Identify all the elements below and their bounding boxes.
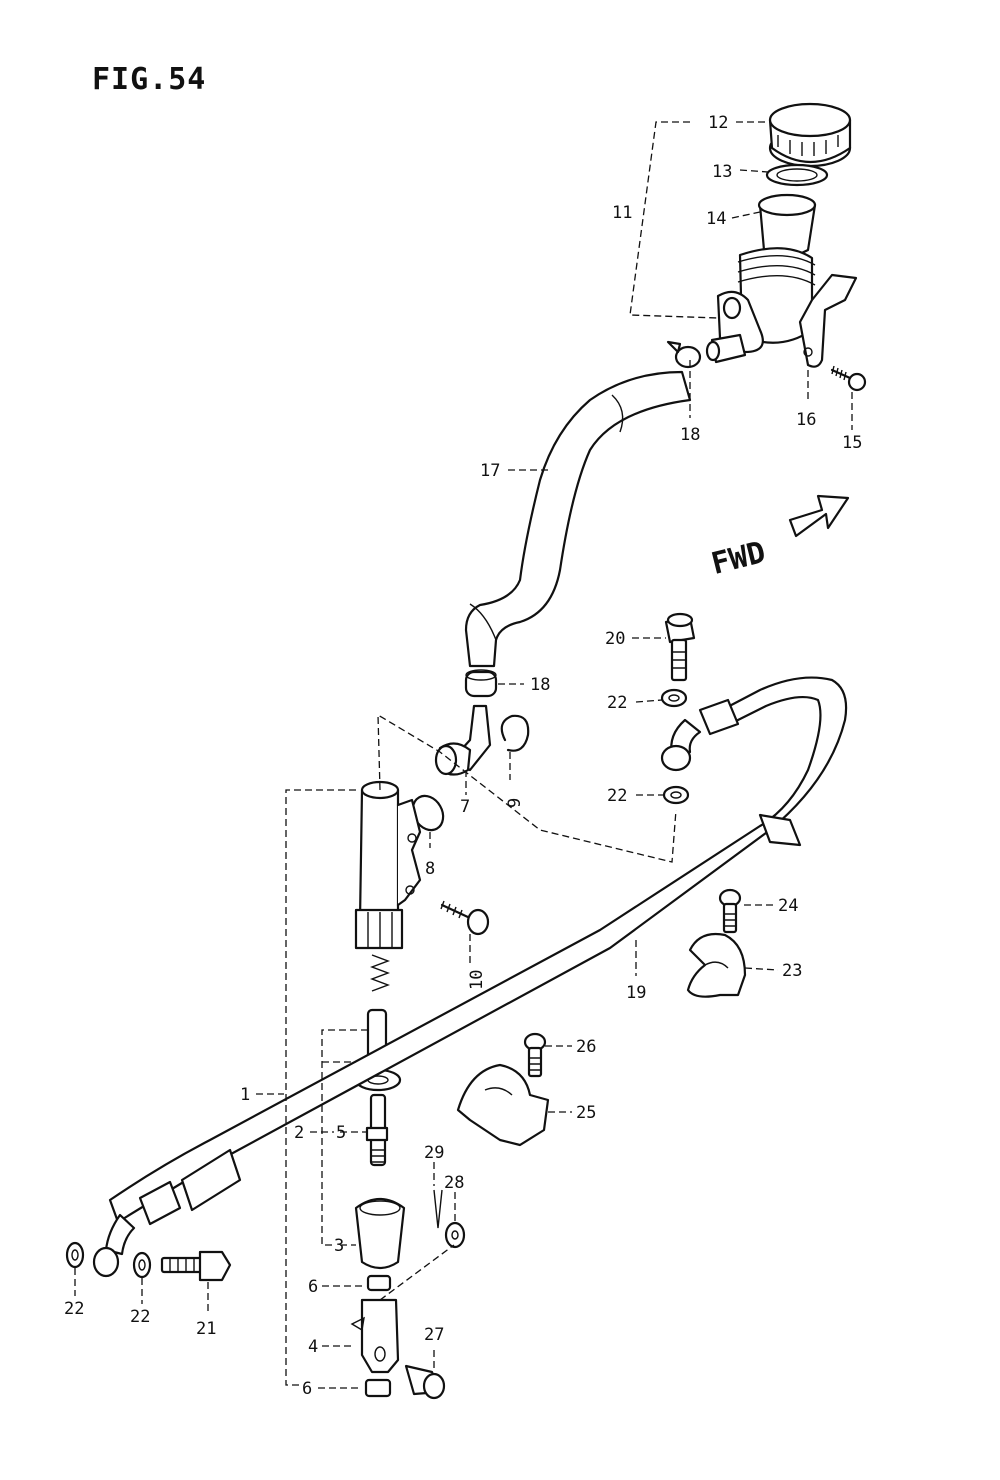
circlip [500,714,530,752]
bracket-assembly-1 [285,789,356,1386]
callout-10: 10 [467,970,487,990]
guide-hose-joint [377,713,677,863]
callout-22-lower-2: 22 [130,1307,150,1327]
callout-3: 3 [334,1236,344,1256]
clamp-bolt-upper [718,888,742,934]
master-cylinder-body [354,780,422,950]
callout-14: 14 [706,209,726,229]
reservoir-diaphragm [757,193,817,258]
callout-1: 1 [240,1085,250,1105]
callout-22-upper-1: 22 [607,693,627,713]
callout-5: 5 [336,1123,346,1143]
cylinder-spring [370,954,390,992]
hose-joint [434,704,492,776]
callout-22-upper-2: 22 [607,786,627,806]
clevis [350,1298,400,1374]
washer-upper-1 [660,688,688,708]
callout-13: 13 [712,162,732,182]
bracket-bolt [830,365,867,392]
callout-6-lower: 6 [302,1379,312,1399]
callout-12: 12 [708,113,728,133]
callout-9: 9 [505,798,525,808]
lock-nut-upper [366,1274,392,1292]
hose-clamp-bracket-upper [686,932,747,998]
forward-arrow-icon [788,494,850,538]
callout-21: 21 [196,1319,216,1339]
callout-29: 29 [424,1143,444,1163]
hose-clamp-bracket-lower [456,1063,550,1147]
mounting-bolt [440,900,490,936]
callout-19: 19 [626,983,646,1003]
washer-lower-1 [65,1241,85,1269]
callout-24: 24 [778,896,798,916]
lock-nut-lower [364,1378,392,1398]
callout-20: 20 [605,629,625,649]
clevis-pin [404,1364,446,1400]
reservoir-bracket [798,273,858,368]
callout-11: 11 [612,203,632,223]
callout-6-upper: 6 [308,1277,318,1297]
dust-boot [354,1197,406,1270]
callout-25: 25 [576,1103,596,1123]
callout-27: 27 [424,1325,444,1345]
bracket-assembly-2 [321,1029,368,1246]
callout-18: 18 [680,425,700,445]
callout-22-lower-1: 22 [64,1299,84,1319]
hose-clamp-lower [464,669,498,698]
washer-small [444,1221,466,1249]
callout-26: 26 [576,1037,596,1057]
callout-8: 8 [425,859,435,879]
washer-lower-2 [132,1251,152,1279]
callout-15: 15 [842,433,862,453]
leader-lines [74,121,853,1389]
reservoir-gasket [765,163,829,187]
guide-pin [379,1244,455,1301]
callout-4: 4 [308,1337,318,1357]
cotter-pin [433,1189,443,1229]
figure-title: FIG.54 [92,62,207,97]
reservoir-cap [768,102,852,168]
callout-7: 7 [460,797,470,817]
hose-clamp-upper [666,340,702,369]
clamp-bolt-lower [523,1032,547,1078]
callout-18-lower: 18 [530,675,550,695]
brake-hose [92,676,848,1278]
callout-23: 23 [782,961,802,981]
bracket-assembly-11 [629,121,719,319]
callout-17: 17 [480,461,500,481]
push-rod [365,1093,389,1167]
union-bolt-upper [664,612,696,682]
reservoir-body [705,247,816,364]
callout-16: 16 [796,410,816,430]
callout-28: 28 [444,1173,464,1193]
reservoir-hose [464,370,692,668]
callout-2: 2 [294,1123,304,1143]
washer-upper-2 [662,785,690,805]
union-bolt-lower [160,1250,232,1282]
